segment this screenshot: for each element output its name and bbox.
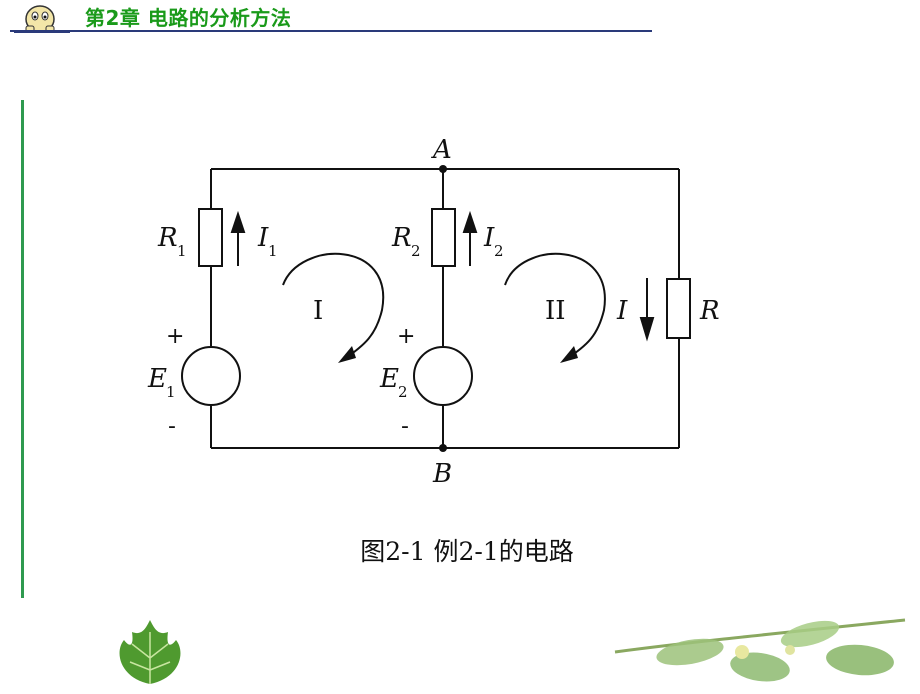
- chapter-title: 第2章 电路的分析方法: [85, 6, 292, 30]
- figure-caption: 图2-1 例2-1的电路: [360, 537, 574, 566]
- node-a-label: A: [431, 135, 452, 165]
- e2-label: E: [379, 364, 399, 394]
- i1-label: I: [257, 223, 269, 253]
- i2-label: I: [483, 223, 495, 253]
- leaf-branch-icon: [610, 612, 910, 694]
- arrow-i1: [230, 210, 246, 233]
- r2-subscript: 2: [411, 242, 421, 260]
- node-b-label: B: [432, 459, 452, 489]
- arrow-i: [639, 317, 655, 342]
- loop-2-label: II: [545, 296, 566, 326]
- resistor-r: [666, 278, 691, 339]
- loop-1-label: I: [313, 296, 323, 326]
- e2-plus: +: [397, 324, 415, 349]
- source-e1: [181, 346, 241, 406]
- r1-subscript: 1: [177, 242, 187, 260]
- r1-label: R: [157, 223, 178, 253]
- header-divider: [10, 30, 652, 32]
- e1-label: E: [147, 364, 167, 394]
- loop-arrow-1: [282, 252, 385, 361]
- resistor-r1: [198, 208, 223, 267]
- e1-minus: -: [168, 414, 176, 439]
- side-accent-bar: [21, 100, 24, 598]
- node-b-dot: [439, 444, 447, 452]
- i-label: I: [616, 296, 628, 326]
- e1-subscript: 1: [166, 383, 176, 401]
- leaf-icon: [110, 618, 190, 692]
- source-e2: [413, 346, 473, 406]
- i1-subscript: 1: [268, 242, 278, 260]
- resistor-r2: [431, 208, 456, 267]
- i2-subscript: 2: [494, 242, 504, 260]
- loop-arrow-2: [504, 252, 606, 361]
- e2-subscript: 2: [398, 383, 408, 401]
- e1-plus: +: [166, 324, 184, 349]
- node-a-dot: [439, 165, 447, 173]
- e2-minus: -: [401, 414, 409, 439]
- r-label: R: [699, 296, 720, 326]
- r2-label: R: [391, 223, 412, 253]
- arrow-i2: [462, 210, 478, 233]
